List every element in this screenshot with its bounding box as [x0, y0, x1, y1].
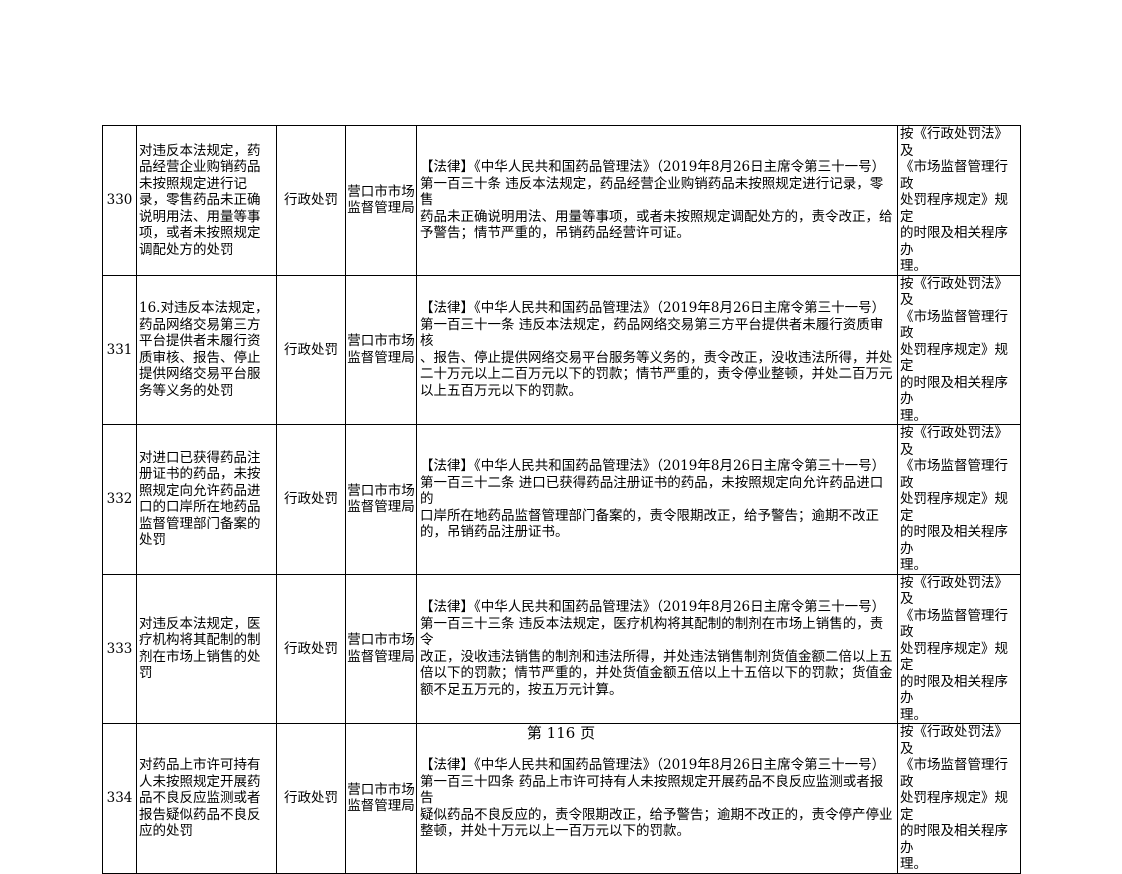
procedure: 按《行政处罚法》及 《市场监督管理行政 处罚程序规定》规定 的时限及相关程序办 … — [897, 424, 1021, 575]
item-type: 行政处罚 — [276, 274, 346, 425]
row-number: 334 — [102, 723, 137, 874]
row-number: 332 — [102, 424, 137, 575]
item-type: 行政处罚 — [276, 125, 346, 276]
item-type: 行政处罚 — [276, 424, 346, 575]
row-number: 333 — [102, 573, 137, 724]
table-row: 330 对违反本法规定，药 品经营企业购销药品 未按照规定进行记 录，零售药品未… — [102, 125, 1021, 276]
page-number: 第 116 页 — [526, 724, 596, 742]
table-row: 334 对药品上市许可持有 人未按照规定开展药 品不良反应监测或者 报告疑似药品… — [102, 723, 1021, 874]
table-row: 332 对进口已获得药品注 册证书的药品，未按 照规定向允许药品进 口的口岸所在… — [102, 424, 1021, 575]
legal-basis: 【法律】《中华人民共和国药品管理法》（2019年8月26日主席令第三十一号） 第… — [416, 723, 898, 874]
procedure: 按《行政处罚法》及 《市场监督管理行政 处罚程序规定》规定 的时限及相关程序办 … — [897, 125, 1021, 276]
implementing-agency: 营口市市场 监督管理局 — [345, 274, 417, 425]
implementing-agency: 营口市市场 监督管理局 — [345, 573, 417, 724]
procedure: 按《行政处罚法》及 《市场监督管理行政 处罚程序规定》规定 的时限及相关程序办 … — [897, 274, 1021, 425]
legal-basis: 【法律】《中华人民共和国药品管理法》（2019年8月26日主席令第三十一号） 第… — [416, 125, 898, 276]
item-name: 16.对违反本法规定， 药品网络交易第三方 平台提供者未履行资 质审核、报告、停… — [136, 274, 277, 425]
procedure: 按《行政处罚法》及 《市场监督管理行政 处罚程序规定》规定 的时限及相关程序办 … — [897, 573, 1021, 724]
item-name: 对违反本法规定，医 疗机构将其配制的制 剂在市场上销售的处 罚 — [136, 573, 277, 724]
item-type: 行政处罚 — [276, 573, 346, 724]
item-name: 对药品上市许可持有 人未按照规定开展药 品不良反应监测或者 报告疑似药品不良反 … — [136, 723, 277, 874]
legal-basis: 【法律】《中华人民共和国药品管理法》（2019年8月26日主席令第三十一号） 第… — [416, 573, 898, 724]
item-name: 对违反本法规定，药 品经营企业购销药品 未按照规定进行记 录，零售药品未正确 说… — [136, 125, 277, 276]
legal-basis: 【法律】《中华人民共和国药品管理法》（2019年8月26日主席令第三十一号） 第… — [416, 424, 898, 575]
implementing-agency: 营口市市场 监督管理局 — [345, 723, 417, 874]
row-number: 330 — [102, 125, 137, 276]
item-type: 行政处罚 — [276, 723, 346, 874]
penalty-table: 330 对违反本法规定，药 品经营企业购销药品 未按照规定进行记 录，零售药品未… — [102, 125, 1021, 874]
procedure: 按《行政处罚法》及 《市场监督管理行政 处罚程序规定》规定 的时限及相关程序办 … — [897, 723, 1021, 874]
table-row: 333 对违反本法规定，医 疗机构将其配制的制 剂在市场上销售的处 罚 行政处罚… — [102, 573, 1021, 724]
item-name: 对进口已获得药品注 册证书的药品，未按 照规定向允许药品进 口的口岸所在地药品 … — [136, 424, 277, 575]
table-row: 331 16.对违反本法规定， 药品网络交易第三方 平台提供者未履行资 质审核、… — [102, 274, 1021, 425]
implementing-agency: 营口市市场 监督管理局 — [345, 424, 417, 575]
row-number: 331 — [102, 274, 137, 425]
implementing-agency: 营口市市场 监督管理局 — [345, 125, 417, 276]
legal-basis: 【法律】《中华人民共和国药品管理法》（2019年8月26日主席令第三十一号） 第… — [416, 274, 898, 425]
